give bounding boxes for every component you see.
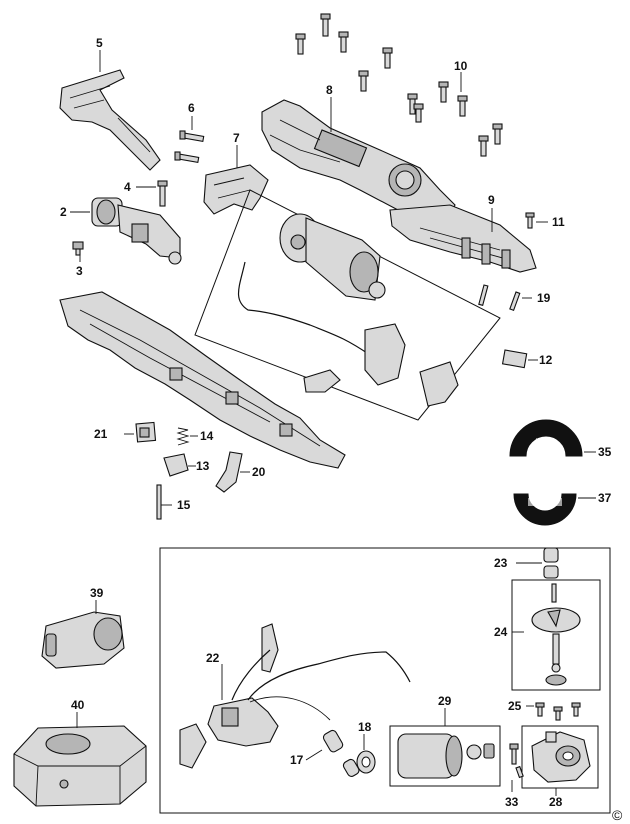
part-14-spring bbox=[176, 427, 190, 446]
callout-17: 17 bbox=[290, 753, 304, 767]
part-22-switch-assembly bbox=[179, 623, 279, 769]
part-28-frame bbox=[521, 725, 599, 789]
part-25-screws bbox=[535, 702, 581, 721]
part-24-gear-assembly bbox=[531, 583, 581, 686]
part-24-frame bbox=[511, 579, 601, 691]
part-28-gearbox bbox=[531, 731, 591, 783]
callout-22: 22 bbox=[206, 651, 220, 665]
part-8-upper-housing bbox=[261, 99, 456, 219]
motor-subassembly-frame bbox=[194, 189, 501, 421]
part-40-charger bbox=[13, 725, 147, 807]
callout-2: 2 bbox=[60, 205, 67, 219]
part-11-screw bbox=[525, 212, 535, 229]
callout-18: 18 bbox=[358, 720, 372, 734]
part-2-switch bbox=[91, 197, 182, 265]
callout-29: 29 bbox=[438, 694, 452, 708]
callout-4: 4 bbox=[124, 180, 131, 194]
part-9-lower-housing bbox=[389, 204, 537, 273]
part-7-clip bbox=[203, 164, 269, 215]
svg-text:LI-ION: LI-ION bbox=[536, 438, 551, 444]
part-23-bushings bbox=[543, 547, 559, 579]
callout-25: 25 bbox=[508, 699, 522, 713]
callout-19: 19 bbox=[537, 291, 551, 305]
callout-23: 23 bbox=[494, 556, 508, 570]
callout-21: 21 bbox=[94, 427, 108, 441]
callout-40: 40 bbox=[71, 698, 85, 712]
callout-9: 9 bbox=[488, 193, 495, 207]
callout-13: 13 bbox=[196, 459, 210, 473]
copyright-mark: © bbox=[612, 807, 623, 823]
callout-33: 33 bbox=[505, 795, 519, 809]
callout-37: 37 bbox=[598, 491, 612, 505]
callout-3: 3 bbox=[76, 264, 83, 278]
callout-7: 7 bbox=[233, 131, 240, 145]
part-4-screw bbox=[157, 180, 168, 207]
part-12-block bbox=[501, 349, 528, 369]
callout-14: 14 bbox=[200, 429, 214, 443]
callout-15: 15 bbox=[177, 498, 191, 512]
detail-box-frame bbox=[159, 547, 611, 814]
part-20-latch bbox=[215, 451, 243, 493]
part-19-pins bbox=[478, 284, 521, 311]
part-10-screws bbox=[295, 13, 503, 157]
part-39-battery bbox=[41, 611, 125, 669]
part-3-screw bbox=[72, 241, 84, 256]
part-29-motor bbox=[397, 733, 495, 779]
switch-module-upper bbox=[303, 323, 459, 407]
part-17-bushings bbox=[322, 729, 360, 777]
wiring-harness-upper bbox=[238, 261, 371, 356]
callout-20: 20 bbox=[252, 465, 266, 479]
part-33-screws bbox=[509, 743, 524, 779]
part-5-bracket bbox=[59, 69, 161, 171]
callout-24: 24 bbox=[494, 625, 508, 639]
motor-gearbox bbox=[279, 213, 386, 301]
callout-12: 12 bbox=[539, 353, 553, 367]
wiring-harness-lower bbox=[231, 649, 411, 701]
callout-10: 10 bbox=[454, 59, 468, 73]
part-37-label-ring bbox=[513, 493, 577, 526]
part-15-pin bbox=[156, 484, 162, 520]
part-21-button bbox=[135, 421, 157, 443]
main-housing-left bbox=[59, 291, 346, 469]
part-13-lever bbox=[163, 453, 189, 477]
callout-35: 35 bbox=[598, 445, 612, 459]
part-6-screws bbox=[174, 130, 205, 164]
callout-39: 39 bbox=[90, 586, 104, 600]
part-18-washer bbox=[356, 750, 376, 774]
callout-5: 5 bbox=[96, 36, 103, 50]
part-35-label-ring: LI-ION bbox=[509, 419, 583, 457]
callout-8: 8 bbox=[326, 83, 333, 97]
callout-6: 6 bbox=[188, 101, 195, 115]
callout-28: 28 bbox=[549, 795, 563, 809]
callout-11: 11 bbox=[552, 215, 565, 229]
